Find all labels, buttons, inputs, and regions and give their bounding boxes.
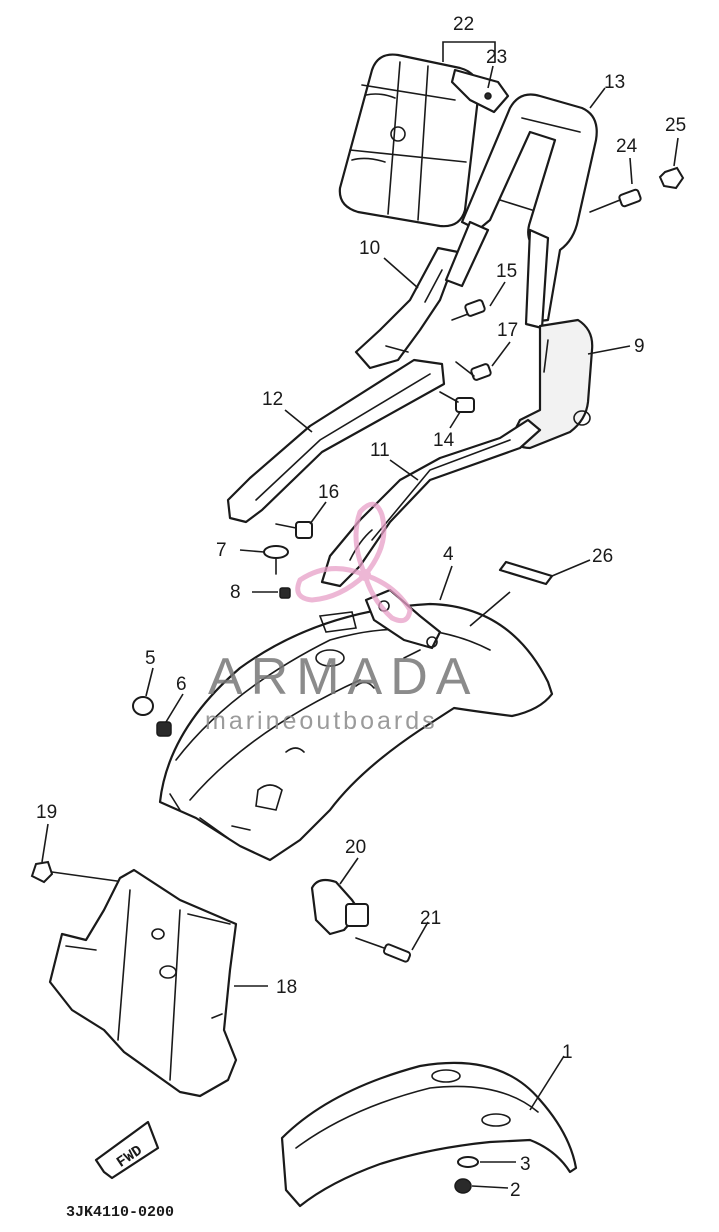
callout-24: 24 [616, 136, 638, 157]
callout-26: 26 [592, 546, 613, 567]
license-light-housing [310, 878, 369, 936]
callout-6: 6 [176, 674, 187, 695]
leader-lines [41, 41, 679, 1189]
callout-labels: 22 23 13 25 24 10 15 17 9 12 14 11 16 7 … [36, 14, 686, 1201]
callout-9: 9 [634, 336, 645, 357]
callout-13: 13 [604, 72, 625, 93]
callout-7: 7 [216, 540, 227, 561]
callout-8: 8 [230, 582, 241, 603]
callout-25: 25 [665, 115, 686, 136]
bolt-15 [451, 299, 486, 321]
bolt-17 [455, 361, 492, 381]
drawing-code: 3JK4110-0200 [66, 1204, 174, 1221]
label-26 [498, 560, 554, 586]
bolt-2 [454, 1178, 472, 1194]
watermark-logo [295, 501, 413, 624]
backrest-pad [338, 53, 480, 228]
bolt-5 [132, 696, 154, 716]
callout-23: 23 [486, 47, 507, 68]
inner-fender [48, 868, 238, 1098]
grab-rail-right [320, 418, 542, 588]
callout-2: 2 [510, 1180, 521, 1201]
washer-3 [457, 1156, 479, 1168]
watermark: ARMADA marineoutboards [205, 501, 478, 735]
bolt-16 [275, 521, 313, 539]
callout-10: 10 [359, 238, 380, 259]
screw-19 [30, 860, 125, 884]
callout-21: 21 [420, 908, 441, 929]
mounting-plate [450, 68, 510, 114]
callout-14: 14 [433, 430, 455, 451]
callout-16: 16 [318, 482, 339, 503]
backrest-frame [460, 93, 598, 330]
callout-22: 22 [453, 14, 474, 35]
callout-18: 18 [276, 977, 297, 998]
nut-6 [156, 721, 172, 737]
callout-12: 12 [262, 389, 283, 410]
screw-7 [263, 545, 289, 575]
watermark-tagline: marineoutboards [205, 707, 438, 735]
bracket-left [354, 220, 490, 370]
front-fender [280, 1061, 578, 1208]
grab-rail-left [226, 358, 446, 524]
bolt-24 [589, 188, 642, 213]
callout-17: 17 [497, 320, 518, 341]
bolt-14 [439, 391, 475, 413]
callout-11: 11 [370, 440, 390, 461]
bolt-21 [355, 937, 412, 963]
fwd-arrow: FWD [94, 1120, 160, 1180]
callout-15: 15 [496, 261, 517, 282]
callout-3: 3 [520, 1154, 531, 1175]
watermark-brand: ARMADA [208, 648, 478, 706]
callout-5: 5 [145, 648, 156, 669]
callout-1: 1 [562, 1042, 573, 1063]
nut-25 [658, 166, 685, 190]
nut-8 [279, 587, 291, 599]
callout-20: 20 [345, 837, 366, 858]
rear-fender [158, 602, 554, 862]
callout-4: 4 [443, 544, 454, 565]
callout-19: 19 [36, 802, 57, 823]
